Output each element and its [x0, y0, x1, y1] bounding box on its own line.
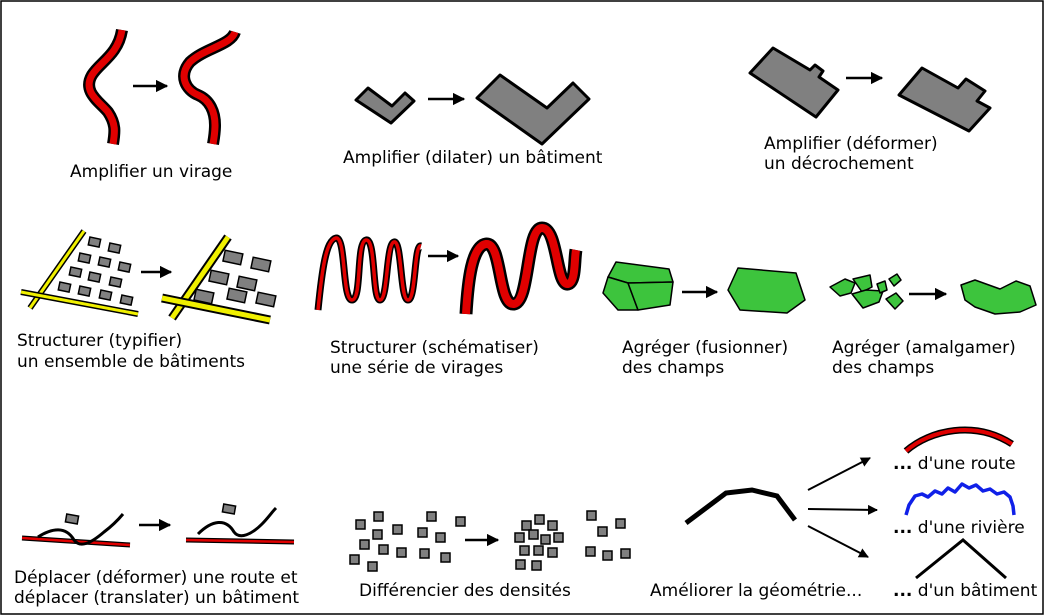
label-merge-2: des champs: [622, 358, 724, 378]
label-improve-geometry: Améliorer la géométrie...: [650, 581, 862, 601]
fields-scattered: [829, 273, 904, 310]
arrow-geometry-road: [807, 457, 871, 491]
label-typify-2: un ensemble de bâtiments: [17, 352, 245, 372]
building-offset-after: [897, 66, 992, 133]
improved-road: [903, 426, 1014, 454]
building-small: [354, 86, 416, 125]
label-geometry-building: ... d'un bâtiment: [893, 581, 1038, 601]
label-amalgamate-1: Agréger (amalgamer): [832, 338, 1016, 358]
streets-after: [161, 234, 271, 325]
arrow-geometry-river: [807, 504, 878, 515]
label-displace-2: déplacer (translater) un bâtiment: [14, 588, 299, 608]
density-before: [349, 511, 466, 572]
label-amplify-offset-1: Amplifier (déformer): [764, 134, 938, 154]
label-densities: Différencier des densités: [359, 581, 571, 601]
label-geometry-river: ... d'une rivière: [893, 518, 1025, 538]
label-merge-1: Agréger (fusionner): [622, 338, 788, 358]
improved-building-roof: [915, 538, 1007, 580]
bend-series-before: [314, 234, 425, 311]
displacement-before: [21, 513, 131, 548]
improved-river: [904, 482, 1016, 516]
label-amalgamate-2: des champs: [832, 358, 934, 378]
building-cluster-dense: [57, 236, 134, 307]
road-bend-before: [83, 28, 128, 145]
arrow-geometry-building: [807, 525, 869, 558]
label-schematise-2: une série de virages: [330, 358, 503, 378]
streets-before: [20, 229, 139, 317]
field-merged: [727, 267, 806, 314]
label-typify-1: Structurer (typifier): [17, 331, 182, 351]
building-cluster-typified: [193, 249, 277, 308]
building-dilated: [475, 73, 591, 146]
displacement-after: [185, 503, 295, 545]
density-after: [514, 510, 631, 571]
label-displace-1: Déplacer (déformer) une route et: [14, 568, 298, 588]
label-amplify-building: Amplifier (dilater) un bâtiment: [343, 148, 603, 168]
label-amplify-offset-2: un décrochement: [764, 154, 914, 174]
fields-before: [602, 261, 674, 311]
bend-series-after: [459, 221, 583, 315]
geometry-source-line: [684, 487, 797, 525]
field-amalgamated: [960, 279, 1037, 315]
label-schematise-1: Structurer (schématiser): [330, 338, 539, 358]
road-bend-after: [178, 29, 241, 145]
building-offset-before: [748, 46, 840, 119]
label-geometry-road: ... d'une route: [893, 454, 1016, 474]
label-amplify-bend: Amplifier un virage: [70, 162, 232, 182]
